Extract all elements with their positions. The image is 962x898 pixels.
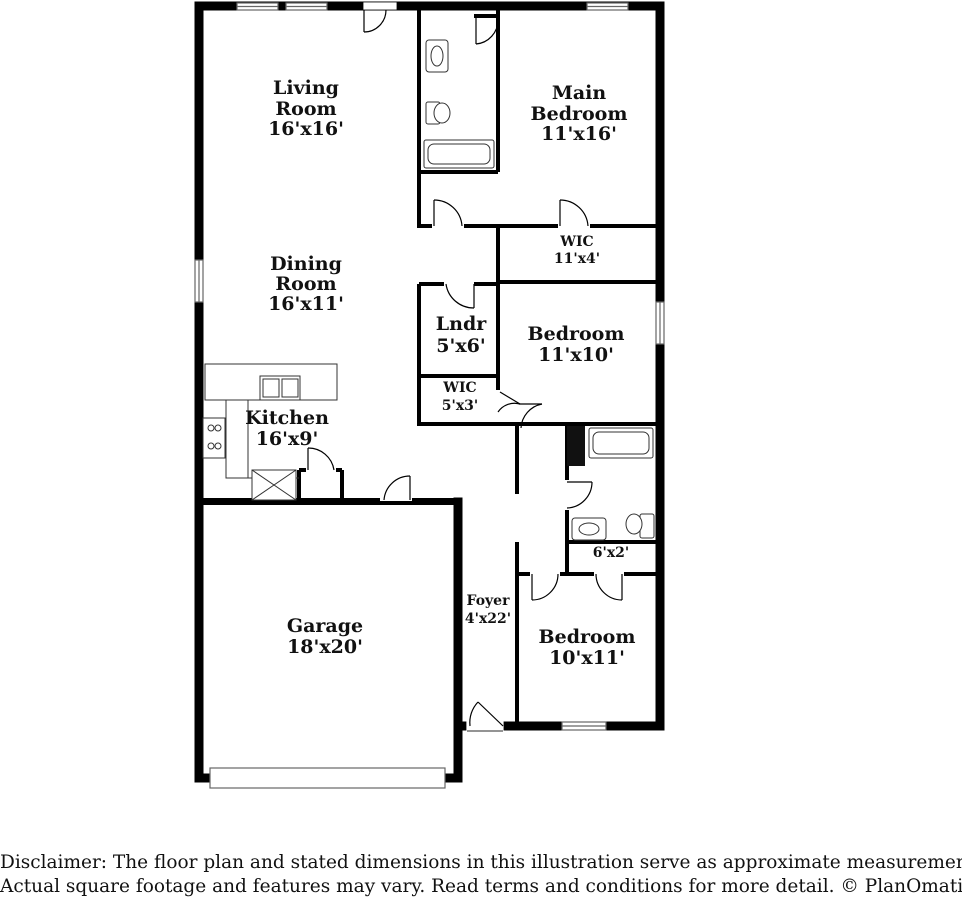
disclaimer-line-2: Actual square footage and features may v… bbox=[0, 876, 962, 897]
fixtures bbox=[202, 39, 655, 541]
room-labels: Living Room 16'x16' Main Bedroom 11'x16'… bbox=[245, 77, 635, 669]
bedroom3-label: Bedroom bbox=[539, 626, 636, 648]
foyer-dims: 4'x22' bbox=[465, 611, 511, 627]
floor-plan: Living Room 16'x16' Main Bedroom 11'x16'… bbox=[194, 1, 665, 789]
bedroom2-dims: 11'x10' bbox=[538, 344, 614, 366]
kitchen-dims: 16'x9' bbox=[256, 428, 319, 450]
main-bedroom-dims: 11'x16' bbox=[541, 123, 617, 145]
main-wic-label: WIC bbox=[559, 234, 593, 250]
garage-label: Garage bbox=[287, 615, 363, 637]
living-room-dims: 16'x16' bbox=[268, 118, 344, 140]
small-wic-dims: 5'x3' bbox=[442, 398, 478, 414]
dining-room-label-1: Dining bbox=[270, 253, 342, 275]
garage-dims: 18'x20' bbox=[287, 636, 363, 658]
main-bedroom-label-2: Bedroom bbox=[531, 103, 628, 125]
laundry-dims: 5'x6' bbox=[436, 335, 485, 357]
main-bedroom-label-1: Main bbox=[552, 82, 607, 104]
living-room-label-1: Living bbox=[273, 77, 339, 99]
disclaimer-line-1: Disclaimer: The floor plan and stated di… bbox=[0, 852, 962, 873]
bedroom3-dims: 10'x11' bbox=[549, 647, 625, 669]
closet-dims: 6'x2' bbox=[593, 545, 629, 561]
living-room-label-2: Room bbox=[275, 98, 336, 120]
dining-room-dims: 16'x11' bbox=[268, 293, 344, 315]
small-wic-label: WIC bbox=[442, 380, 476, 396]
kitchen-label: Kitchen bbox=[245, 407, 329, 429]
main-wic-dims: 11'x4' bbox=[554, 251, 600, 267]
bedroom2-label: Bedroom bbox=[528, 323, 625, 345]
laundry-label: Lndr bbox=[436, 313, 487, 335]
doors bbox=[307, 2, 623, 732]
foyer-label: Foyer bbox=[467, 593, 511, 609]
windows bbox=[194, 2, 665, 789]
dining-room-label-2: Room bbox=[275, 273, 336, 295]
water-heater bbox=[567, 426, 585, 466]
